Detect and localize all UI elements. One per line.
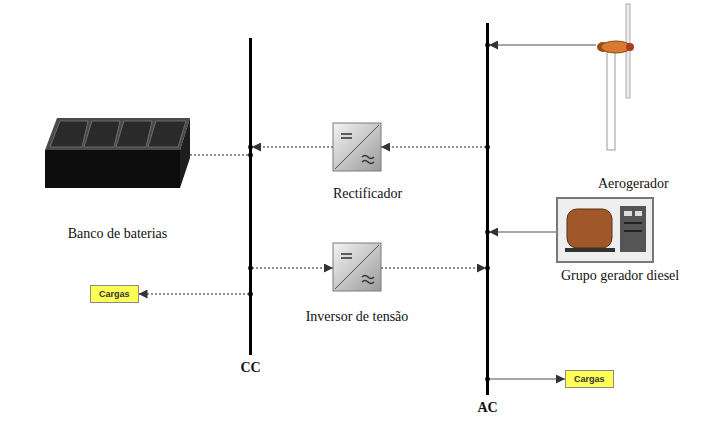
node-label: AC <box>477 400 497 416</box>
wind-turbine-illustration <box>597 4 634 150</box>
node-label: Inversor de tensão <box>306 309 409 325</box>
battery-illustration <box>45 118 190 188</box>
diesel-generator: Grupo gerador diesel <box>557 198 653 262</box>
load-box: Cargas <box>90 285 139 303</box>
power-flow-arrow <box>489 378 565 380</box>
node-label: Banco de baterias <box>68 226 168 242</box>
diesel-generator-illustration <box>557 198 653 262</box>
inverter-box: Inversor de tensão <box>333 243 381 291</box>
power-flow-arrow <box>190 154 249 156</box>
node-label: CC <box>240 360 260 376</box>
power-flow-arrow <box>489 44 596 46</box>
battery-bank: Banco de baterias <box>45 118 190 188</box>
node-label: Aerogerador <box>598 176 669 192</box>
power-flow-arrow <box>381 146 486 148</box>
dc-bus: CC <box>249 38 252 355</box>
node-label: Rectificador <box>333 186 402 202</box>
inverter-symbol <box>333 243 381 291</box>
ac-bus: AC <box>486 23 489 395</box>
power-flow-arrow <box>139 293 249 295</box>
node-label: Grupo gerador diesel <box>561 268 679 284</box>
power-flow-arrow <box>381 267 486 269</box>
rectifier-box: Rectificador <box>333 123 381 171</box>
power-flow-arrow <box>489 231 557 233</box>
load-label: Cargas <box>574 374 605 384</box>
load-label: Cargas <box>99 289 130 299</box>
power-flow-arrow <box>252 267 333 269</box>
load-box: Cargas <box>565 370 614 388</box>
power-flow-arrow <box>252 146 333 148</box>
rectifier-symbol <box>333 123 381 171</box>
wind-turbine: Aerogerador <box>596 4 646 152</box>
